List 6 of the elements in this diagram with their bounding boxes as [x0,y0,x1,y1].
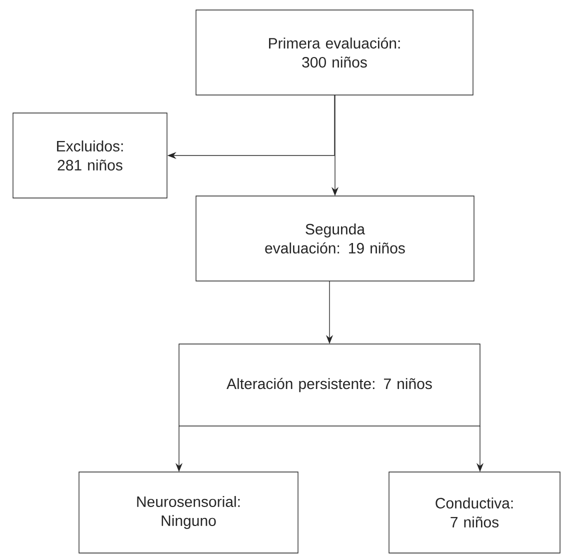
process-box: Primera evaluación: 300 niños [196,10,474,96]
process-box: Conductiva: 7 niños [388,472,560,554]
process-box: Segunda evaluación: 19 niños [196,196,474,282]
process-box: Excluidos: 281 niños [12,112,168,198]
process-box: Alteración persistente: 7 niños [178,344,480,426]
process-box: Neurosensorial: Ninguno [78,472,298,554]
